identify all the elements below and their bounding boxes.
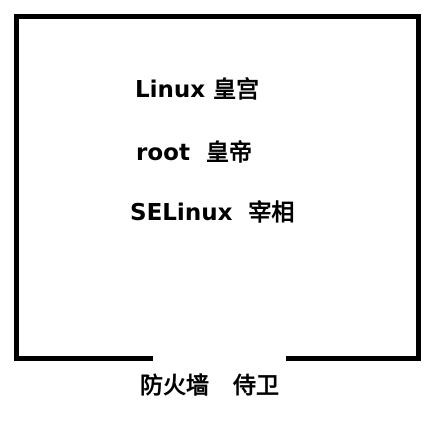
palace-wall-bottom-left — [14, 356, 153, 361]
palace-wall-top — [14, 14, 421, 19]
firewall-label: 防火墙 侍卫 — [140, 373, 280, 399]
palace-wall-bottom-right — [286, 356, 421, 361]
root-label: root 皇帝 — [136, 140, 252, 166]
palace-wall-right — [416, 14, 421, 361]
palace-wall-left — [14, 14, 19, 361]
palace-label: Linux 皇宫 — [135, 77, 260, 103]
selinux-label: SELinux 宰相 — [130, 200, 295, 226]
